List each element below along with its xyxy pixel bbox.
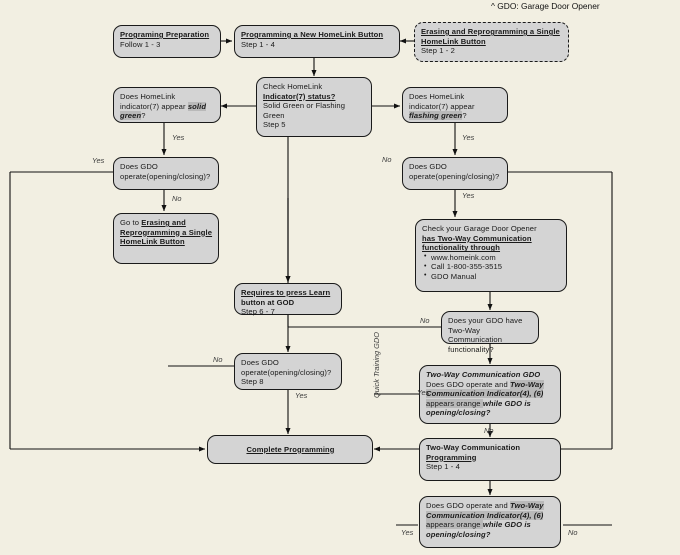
node-press-learn-button[interactable]: Requires to press Learn button at GOD St… — [234, 283, 342, 317]
node-check-two-way-functionality[interactable]: Check your Garage Door Opener has Two-Wa… — [415, 219, 567, 292]
node-learn-line2: button at GOD — [241, 297, 295, 307]
node-program-new-line2: Step 1 - 4 — [241, 39, 275, 49]
node-gdo-left-line2: operate(opening/closing)? — [120, 171, 211, 181]
edge-label-final-yes: Yes — [401, 528, 414, 537]
node-2wprog-line2: Programming — [426, 452, 477, 462]
node-check-line1: Check HomeLink — [263, 82, 323, 91]
node-check2w-line1: Check your Garage Door Opener — [422, 224, 537, 233]
node-goto-pre: Go to — [120, 218, 142, 227]
node-2wgdo-heading: Two-Way Communication GDO — [426, 370, 541, 379]
node-program-new-title: Programming a New HomeLink Button — [241, 30, 384, 39]
node-prep-title: Programing Preparation — [120, 30, 210, 39]
node-learn-title: Requires to press Learn — [241, 288, 331, 297]
node-solid-green-post: ? — [141, 111, 146, 121]
node-final-post: while GDO is opening/closing? — [426, 520, 531, 539]
node-check2w-bullets: www.homeink.com Call 1-800-355-3515 GDO … — [422, 252, 561, 281]
node-flashing-green-pre: Does HomeLink indicator(7) appear — [409, 92, 475, 111]
node-complete-title: Complete Programming — [246, 444, 335, 454]
node-programming-new-homelink-button[interactable]: Programming a New HomeLink Button Step 1… — [234, 25, 400, 58]
edge-label-has-two-way-no: No — [420, 316, 430, 325]
node-has2w-line1: Does your GDO have — [448, 316, 523, 325]
node-two-way-communication-programming[interactable]: Two-Way Communication Programming Step 1… — [419, 438, 561, 481]
vertical-label-quick-training-gdo: Quick Training GDO — [372, 332, 381, 398]
node-check-line2: Indicator(7) status? — [263, 91, 336, 101]
edge-label-has-two-way-yes: Yes — [417, 388, 430, 397]
node-programing-preparation[interactable]: Programing Preparation Follow 1 - 3 — [113, 25, 221, 58]
node-check-line3: Solid Green or Flashing — [263, 101, 346, 111]
node-goto-link[interactable]: Erasing and Reprogramming a Single HomeL… — [120, 218, 213, 247]
edge-label-step8-no: No — [213, 355, 223, 364]
node-solid-green-pre: Does HomeLink indicator(7) appear — [120, 92, 188, 111]
edge-label-solid-green-yes: Yes — [172, 133, 185, 142]
node-has-two-way-question[interactable]: Does your GDO have Two-Way Communication… — [441, 311, 539, 354]
edge-label-gdo-right-no: No — [382, 155, 392, 164]
node-has2w-line3: functionality? — [448, 344, 494, 354]
edge-label-flashing-green-yes: Yes — [462, 133, 475, 142]
footnote-gdo: ^ GDO: Garage Door Opener — [491, 1, 600, 11]
node-erase-title2: HomeLink Button — [421, 36, 486, 46]
node-learn-line3: Step 6 - 7 — [241, 307, 275, 317]
node-check-line5: Step 5 — [263, 120, 286, 130]
node-has2w-line2: Two-Way Communication — [448, 325, 503, 345]
edge-label-two-way-gdo-no: No — [484, 426, 494, 435]
edge-label-final-no: No — [568, 528, 578, 537]
node-goto-erasing-reprogramming[interactable]: Go to Erasing and Reprogramming a Single… — [113, 213, 219, 264]
node-check2w-bullet-0: www.homeink.com — [424, 252, 561, 262]
node-2wgdo-post: while GDO is opening/closing? — [426, 398, 531, 418]
edge-label-step8-yes: Yes — [295, 391, 308, 400]
node-step8-line2: operate(opening/closing)? — [241, 367, 332, 377]
node-gdo-right-line2: operate(opening/closing)? — [409, 171, 500, 181]
node-complete-programming[interactable]: Complete Programming — [207, 435, 373, 464]
node-step8-line3: Step 8 — [241, 377, 264, 387]
node-flashing-green-question[interactable]: Does HomeLink indicator(7) appear flashi… — [402, 87, 508, 123]
edge-label-gdo-left-yes: Yes — [92, 156, 105, 165]
node-gdo-left-line1: Does GDO — [120, 162, 158, 171]
node-check-line4: Green — [263, 110, 285, 120]
node-gdo-operate-right[interactable]: Does GDO operate(opening/closing)? — [402, 157, 508, 190]
node-prep-line2: Follow 1 - 3 — [120, 39, 161, 49]
node-2wgdo-mid: appears orange — [426, 398, 483, 408]
node-final-mid: appears orange — [426, 520, 483, 530]
node-gdo-right-line1: Does GDO — [409, 162, 447, 171]
node-erasing-reprogramming-single-homelink-button[interactable]: Erasing and Reprogramming a Single HomeL… — [414, 22, 569, 62]
node-solid-green-question[interactable]: Does HomeLink indicator(7) appear solid … — [113, 87, 221, 123]
node-flashing-green-post: ? — [462, 111, 467, 121]
node-gdo-operate-step8[interactable]: Does GDO operate(opening/closing)? Step … — [234, 353, 342, 390]
edge-label-gdo-right-yes: Yes — [462, 191, 475, 200]
edge-label-gdo-left-no: No — [172, 194, 182, 203]
node-erase-title1: Erasing and Reprogramming a Single — [421, 27, 560, 36]
node-erase-line3: Step 1 - 2 — [421, 46, 455, 56]
node-check2w-bullet-2: GDO Manual — [424, 271, 561, 281]
node-step8-line1: Does GDO — [241, 358, 279, 367]
node-check2w-bullet-1: Call 1-800-355-3515 — [424, 262, 561, 272]
node-check-homelink-indicator-status[interactable]: Check HomeLink Indicator(7) status? Soli… — [256, 77, 372, 137]
node-final-pre: Does GDO operate and — [426, 501, 510, 510]
node-check2w-line3: functionality through — [422, 243, 501, 253]
node-2wgdo-pre: Does GDO operate and — [426, 379, 510, 389]
node-2wprog-line3: Step 1 - 4 — [426, 462, 460, 472]
node-gdo-operate-left[interactable]: Does GDO operate(opening/closing)? — [113, 157, 219, 190]
node-2wprog-line1: Two-Way Communication — [426, 443, 521, 452]
node-two-way-gdo-question[interactable]: Two-Way Communication GDO Does GDO opera… — [419, 365, 561, 424]
node-flashing-green-highlight: flashing green — [409, 111, 463, 121]
node-check2w-line2: has Two-Way Communication — [422, 233, 532, 243]
node-final-two-way-question[interactable]: Does GDO operate and Two-Way Communicati… — [419, 496, 561, 548]
